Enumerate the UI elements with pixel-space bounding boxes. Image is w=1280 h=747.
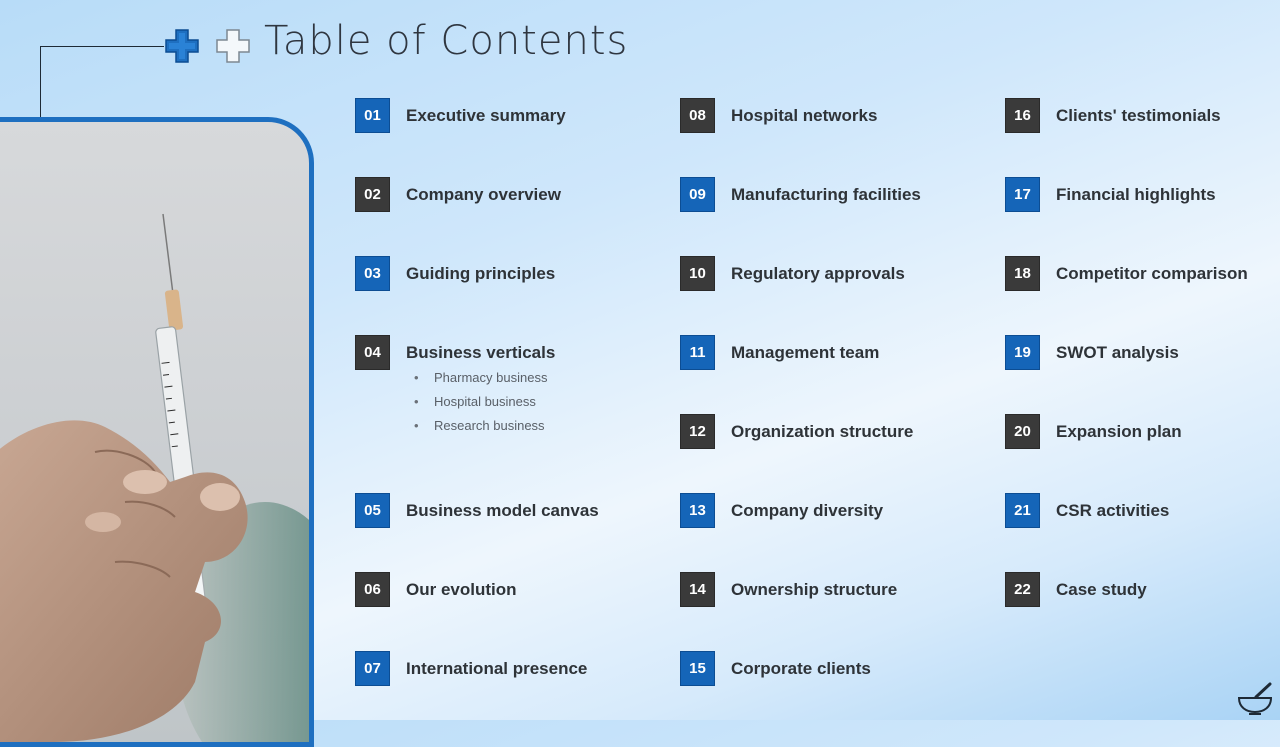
number-badge: 02 (355, 177, 390, 212)
toc-label: Corporate clients (731, 659, 871, 678)
number-badge: 17 (1005, 177, 1040, 212)
toc-item-04[interactable]: 04 Business verticals (355, 335, 555, 370)
page-title: Table of Contents (264, 18, 629, 64)
verticals-sublist: •Pharmacy business •Hospital business •R… (414, 368, 547, 440)
toc-item-17[interactable]: 17 Financial highlights (1005, 177, 1216, 212)
toc-item-10[interactable]: 10 Regulatory approvals (680, 256, 905, 291)
number-badge: 09 (680, 177, 715, 212)
toc-label: Company diversity (731, 501, 884, 520)
number-badge: 16 (1005, 98, 1040, 133)
toc-label: Organization structure (731, 422, 914, 441)
number-badge: 13 (680, 493, 715, 528)
number-badge: 15 (680, 651, 715, 686)
number-badge: 01 (355, 98, 390, 133)
connector-line-horizontal (40, 46, 164, 47)
toc-label: Financial highlights (1056, 185, 1216, 204)
toc-label: Company overview (406, 185, 561, 204)
toc-label: Business model canvas (406, 501, 599, 520)
toc-item-14[interactable]: 14 Ownership structure (680, 572, 897, 607)
sublist-label: Hospital business (434, 394, 536, 409)
toc-item-16[interactable]: 16 Clients' testimonials (1005, 98, 1221, 133)
toc-item-05[interactable]: 05 Business model canvas (355, 493, 599, 528)
toc-item-02[interactable]: 02 Company overview (355, 177, 561, 212)
toc-item-06[interactable]: 06 Our evolution (355, 572, 517, 607)
number-badge: 19 (1005, 335, 1040, 370)
number-badge: 06 (355, 572, 390, 607)
toc-label: Manufacturing facilities (731, 185, 921, 204)
number-badge: 20 (1005, 414, 1040, 449)
number-badge: 08 (680, 98, 715, 133)
syringe-photo (0, 117, 314, 747)
plus-outline-icon (216, 29, 250, 63)
toc-label: CSR activities (1056, 501, 1170, 520)
number-badge: 11 (680, 335, 715, 370)
toc-item-07[interactable]: 07 International presence (355, 651, 587, 686)
list-item: •Pharmacy business (414, 370, 548, 385)
toc-label: Our evolution (406, 580, 517, 599)
toc-item-19[interactable]: 19 SWOT analysis (1005, 335, 1179, 370)
number-badge: 22 (1005, 572, 1040, 607)
toc-label: Business verticals (406, 343, 556, 362)
toc-item-01[interactable]: 01 Executive summary (355, 98, 566, 133)
toc-item-08[interactable]: 08 Hospital networks (680, 98, 877, 133)
toc-item-21[interactable]: 21 CSR activities (1005, 493, 1169, 528)
toc-label: Regulatory approvals (731, 264, 905, 283)
number-badge: 18 (1005, 256, 1040, 291)
toc-label: Guiding principles (406, 264, 556, 283)
toc-item-12[interactable]: 12 Organization structure (680, 414, 913, 449)
toc-label: Ownership structure (731, 580, 898, 599)
toc-item-09[interactable]: 09 Manufacturing facilities (680, 177, 921, 212)
number-badge: 21 (1005, 493, 1040, 528)
toc-item-11[interactable]: 11 Management team (680, 335, 879, 370)
plus-cross-icon (165, 29, 199, 63)
toc-label: Competitor comparison (1056, 264, 1248, 283)
toc-item-18[interactable]: 18 Competitor comparison (1005, 256, 1248, 291)
number-badge: 04 (355, 335, 390, 370)
toc-label: Management team (731, 343, 880, 362)
number-badge: 14 (680, 572, 715, 607)
toc-label: International presence (406, 659, 588, 678)
toc-item-20[interactable]: 20 Expansion plan (1005, 414, 1182, 449)
number-badge: 03 (355, 256, 390, 291)
toc-item-22[interactable]: 22 Case study (1005, 572, 1147, 607)
toc-item-15[interactable]: 15 Corporate clients (680, 651, 871, 686)
toc-item-03[interactable]: 03 Guiding principles (355, 256, 555, 291)
mortar-pestle-icon (1237, 682, 1273, 715)
number-badge: 10 (680, 256, 715, 291)
toc-item-13[interactable]: 13 Company diversity (680, 493, 883, 528)
toc-label: Hospital networks (731, 106, 878, 125)
number-badge: 12 (680, 414, 715, 449)
list-item: •Research business (414, 418, 545, 433)
number-badge: 07 (355, 651, 390, 686)
number-badge: 05 (355, 493, 390, 528)
toc-label: Case study (1056, 580, 1147, 599)
toc-label: Clients' testimonials (1056, 106, 1221, 125)
list-item: •Hospital business (414, 394, 536, 409)
sublist-label: Research business (434, 418, 545, 433)
sublist-label: Pharmacy business (434, 370, 548, 385)
toc-label: Executive summary (406, 106, 566, 125)
toc-label: SWOT analysis (1056, 343, 1179, 362)
toc-label: Expansion plan (1056, 422, 1182, 441)
